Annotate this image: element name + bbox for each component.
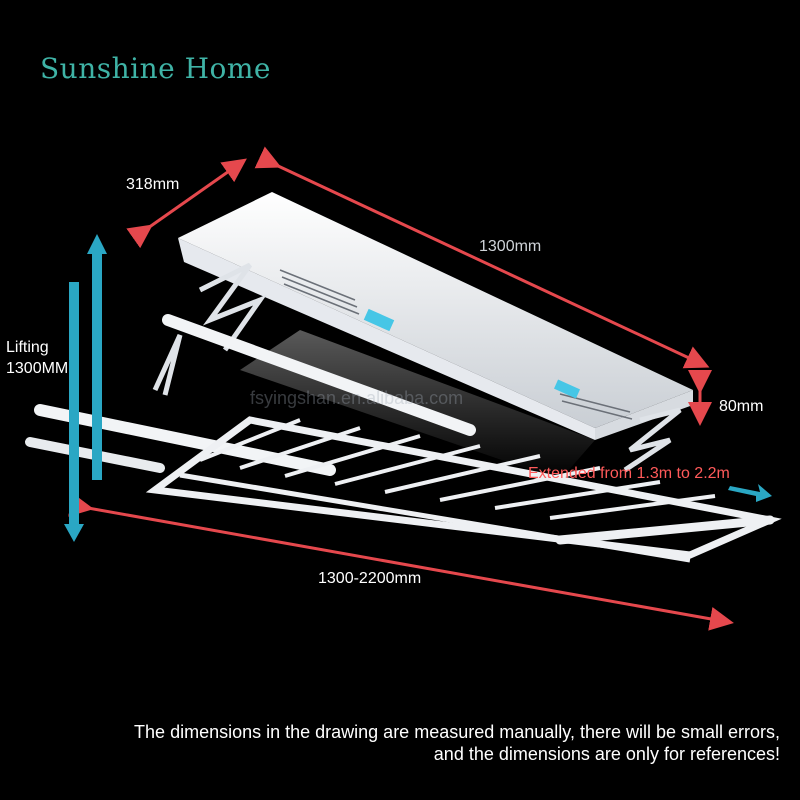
depth-arrow [126, 158, 247, 249]
depth-label: 318mm [126, 176, 180, 193]
dimension-arrows [68, 146, 734, 631]
disclaimer: The dimensions in the drawing are measur… [20, 721, 780, 765]
extend-arrow [728, 484, 772, 502]
watermark: fsyingshan.en.alibaba.com [250, 388, 464, 408]
lifting-arrows [64, 234, 107, 542]
length-label: 1300mm [479, 238, 542, 255]
disclaimer-line1: The dimensions in the drawing are measur… [134, 722, 780, 742]
scissor-arms [152, 262, 682, 473]
lifting-label-line1: Lifting [6, 339, 49, 356]
height-label: 80mm [719, 398, 764, 415]
brand-logo: Sunshine Home [40, 52, 272, 85]
disclaimer-line2: and the dimensions are only for referenc… [433, 744, 780, 764]
lifting-label-line2: 1300MM [6, 360, 69, 377]
lifting-label: Lifting 1300MM [6, 337, 68, 379]
length-arrow [254, 146, 710, 369]
rack-length-label: 1300-2200mm [318, 570, 422, 587]
rack-length-arrow [68, 493, 734, 631]
extended-label: Extended from 1.3m to 2.2m [528, 465, 730, 482]
light-indicator [554, 379, 580, 399]
